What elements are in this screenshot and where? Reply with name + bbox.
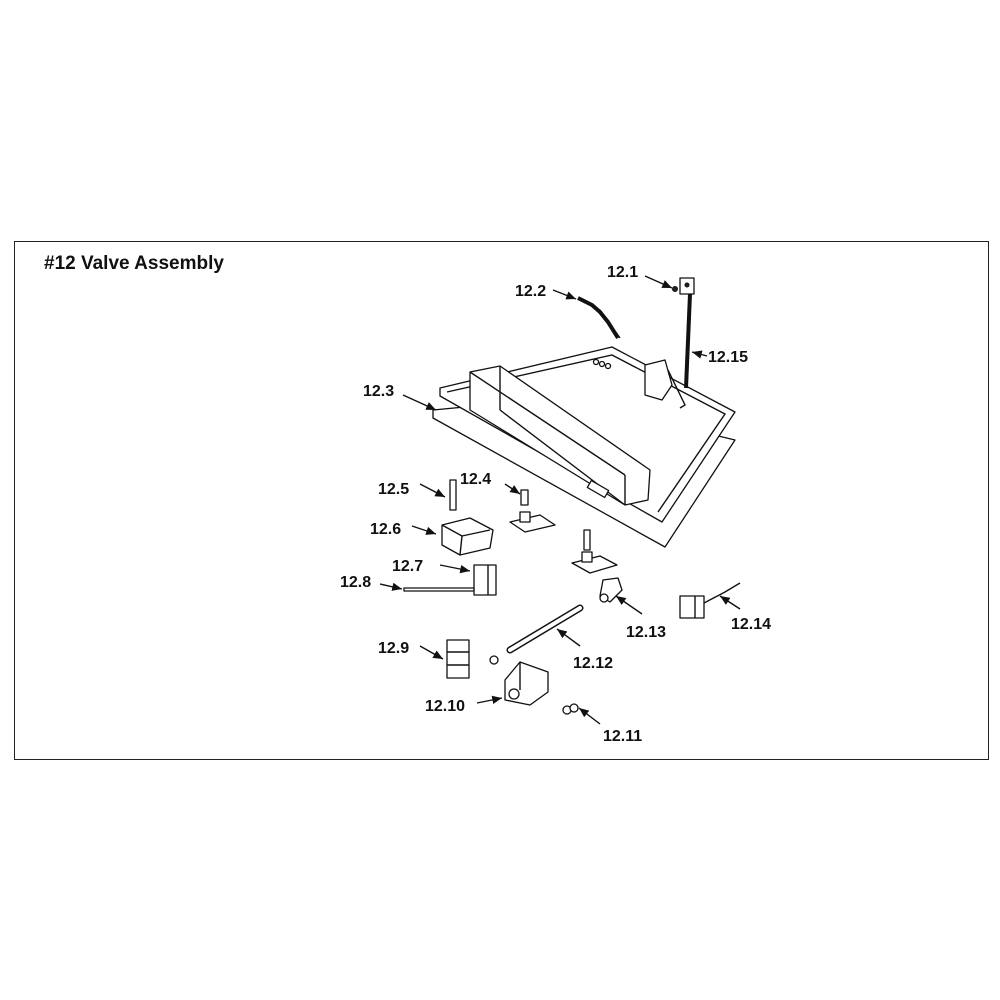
gas-valve-part (489, 655, 549, 706)
callout-arrows (379, 275, 741, 725)
pilot-burner-part (509, 489, 556, 533)
switch-part (473, 564, 497, 596)
callout-12-11: 12.11 (603, 728, 642, 745)
callout-12-7: 12.7 (392, 558, 423, 575)
callout-12-15: 12.15 (708, 349, 748, 366)
electrode-part (577, 296, 621, 340)
diagram-title: #12 Valve Assembly (44, 253, 224, 274)
callout-12-4: 12.4 (460, 471, 491, 488)
tee-fitting-part (599, 577, 623, 603)
pilot-rod-part (672, 277, 695, 389)
callout-12-3: 12.3 (363, 383, 394, 400)
callout-12-2: 12.2 (515, 283, 546, 300)
wire-lead-part (403, 587, 475, 592)
diagram-frame (14, 241, 989, 760)
sensor-strip-part (449, 479, 457, 511)
terminal-block-part (446, 639, 470, 679)
callout-12-12: 12.12 (573, 655, 613, 672)
callout-12-10: 12.10 (425, 698, 465, 715)
callout-12-9: 12.9 (378, 640, 409, 657)
callout-12-6: 12.6 (370, 521, 401, 538)
control-module-part (441, 517, 494, 556)
transformer-part (679, 582, 741, 619)
elbow-fitting-part (562, 703, 579, 715)
callout-12-13: 12.13 (626, 624, 666, 641)
callout-12-5: 12.5 (378, 481, 409, 498)
burner-tray-part (432, 346, 736, 548)
callout-12-14: 12.14 (731, 616, 771, 633)
callout-12-8: 12.8 (340, 574, 371, 591)
pilot-burner-second-part (571, 529, 618, 574)
callout-12-1: 12.1 (607, 264, 638, 281)
gas-pipe-part (506, 604, 584, 654)
